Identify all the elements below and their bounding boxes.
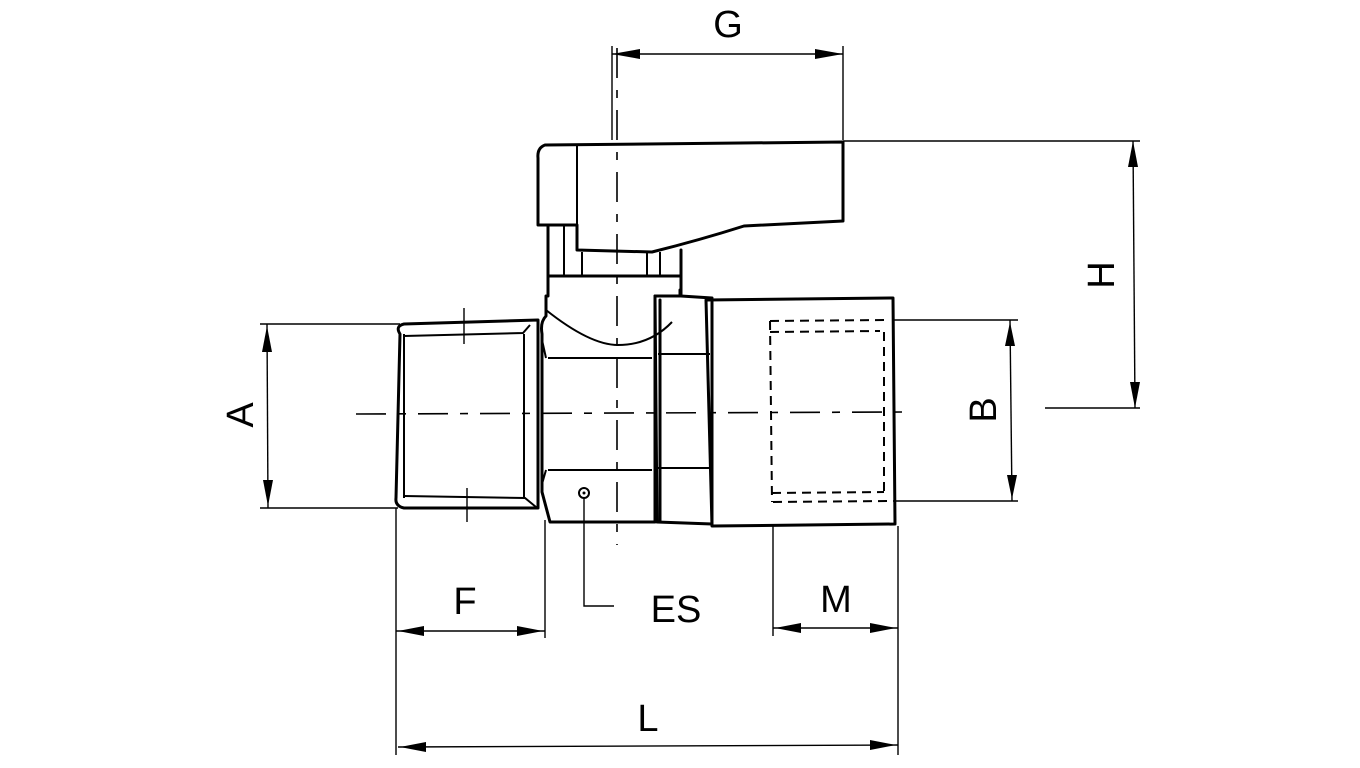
female-thread-hidden (769, 319, 893, 503)
dimension-a: A (220, 323, 400, 509)
label-m: M (820, 579, 852, 621)
dimension-l: L (397, 698, 899, 752)
pipe-axis-centerline (355, 411, 906, 415)
butterfly-handle (536, 140, 845, 300)
center-lines (355, 48, 906, 545)
label-b: B (963, 397, 1005, 422)
label-l: L (637, 698, 658, 740)
label-es: ES (651, 589, 702, 631)
valve-body (394, 288, 897, 528)
dimension-m: M (772, 526, 899, 755)
dimension-g: G (611, 4, 844, 140)
hex-body (540, 294, 657, 524)
label-a: A (220, 402, 262, 428)
female-thread-end (704, 296, 897, 528)
dimension-f: F (395, 508, 546, 755)
male-thread-end (394, 318, 540, 510)
dimension-h: H (843, 140, 1140, 409)
label-f: F (453, 581, 476, 623)
callout-es: ES (583, 498, 702, 631)
dimension-b: B (893, 319, 1018, 502)
label-h: H (1081, 261, 1123, 288)
label-g: G (713, 4, 743, 46)
